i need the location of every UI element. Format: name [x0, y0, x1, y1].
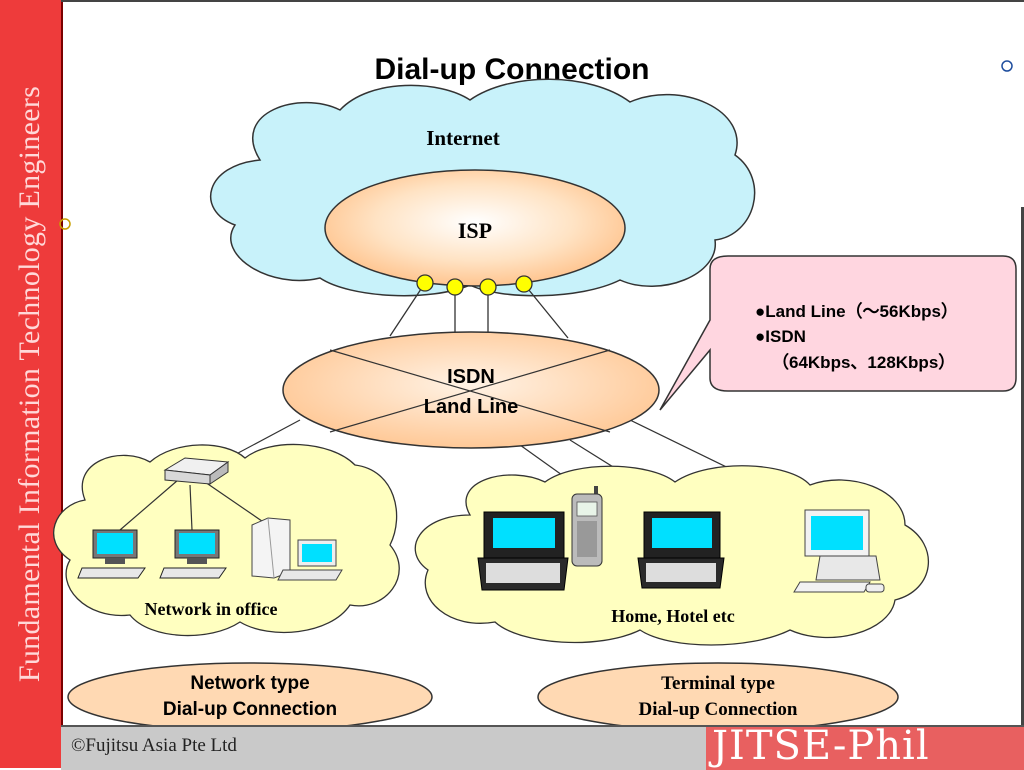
network-type-line-1: Network type	[190, 673, 309, 694]
callout-line-2: ●ISDN	[755, 327, 806, 346]
frame-top-border	[61, 0, 1024, 2]
footer-bar: ©Fujitsu Asia Pte Ltd JITSE-Phil	[61, 725, 1024, 770]
decor-circle-icon	[1001, 60, 1013, 72]
isp-oval	[324, 169, 626, 287]
isdn-landline-oval	[282, 331, 660, 449]
desktop-pc-icon	[159, 529, 227, 579]
jitse-logo: JITSE-Phil	[706, 727, 1024, 770]
port-icon	[515, 275, 533, 293]
port-icon	[446, 278, 464, 296]
frame-right-border	[1021, 207, 1024, 727]
isdn-label: ISDN	[447, 366, 495, 388]
desktop-pc-icon	[77, 529, 146, 579]
network-type-line-2: Dial-up Connection	[163, 699, 337, 720]
port-icon	[479, 278, 497, 296]
slide-title: Dial-up Connection	[375, 53, 650, 86]
copyright-text: ©Fujitsu Asia Pte Ltd	[71, 735, 237, 756]
server-workstation-icon	[251, 517, 343, 581]
router-icon	[163, 457, 230, 485]
decor-circle-icon	[59, 218, 71, 230]
desktop-pc-icon	[793, 509, 885, 593]
landline-label: Land Line	[424, 396, 518, 418]
sidebar: Fundamental Information Technology Engin…	[0, 0, 63, 768]
terminal-type-line-2: Dial-up Connection	[639, 699, 798, 720]
office-cloud	[53, 443, 400, 637]
isp-label: ISP	[458, 218, 492, 243]
port-icon	[416, 274, 434, 292]
callout-line-1: ●Land Line（～56Kbps）	[755, 301, 958, 321]
speed-callout	[659, 255, 1017, 411]
home-hotel-label: Home, Hotel etc	[611, 606, 734, 626]
isp-ports	[416, 274, 533, 296]
internet-label: Internet	[426, 126, 499, 150]
laptop-icon	[477, 511, 569, 591]
terminal-type-line-1: Terminal type	[661, 673, 775, 694]
logo-text: JITSE-Phil	[712, 727, 930, 769]
mobile-phone-icon	[571, 486, 603, 567]
callout-line-3: （64Kbps、128Kbps）	[772, 352, 955, 372]
laptop-icon	[637, 511, 725, 589]
office-network-label: Network in office	[145, 599, 278, 619]
